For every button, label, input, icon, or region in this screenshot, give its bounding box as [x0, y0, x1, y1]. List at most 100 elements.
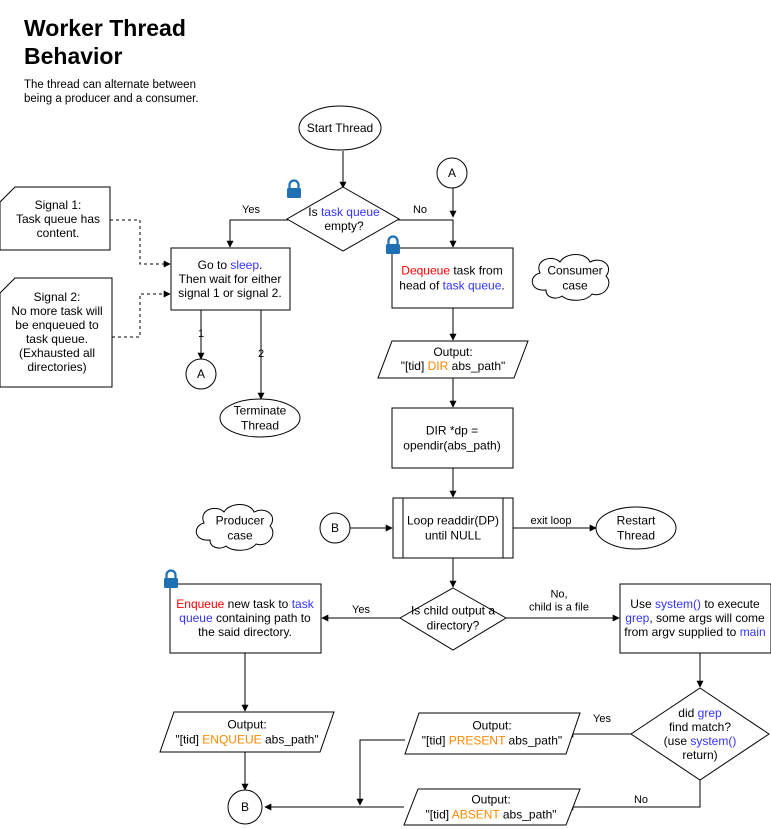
label-segment: , some args will come [649, 611, 765, 625]
label-line: Signal 2: [34, 290, 81, 304]
edge-label-exit-loop: exit loop [531, 515, 572, 527]
label-segment: system() [690, 734, 736, 748]
grep-check-diamond [630, 687, 770, 781]
label-segment: queue [179, 611, 213, 625]
label-line: "[tid] DIR abs_path" [401, 359, 506, 373]
label-segment: return) [682, 748, 717, 762]
edge-label-yes-child: Yes [352, 604, 370, 616]
label-segment: Signal 1: [35, 198, 82, 212]
edge-signal1-to-sleep [110, 219, 171, 268]
system-exec-box [619, 583, 771, 654]
signal2-card [0, 277, 113, 388]
edge-label-signal-2: 2 [258, 348, 264, 360]
subtitle-line-1: The thread can alternate between [24, 79, 196, 91]
label-segment: Then wait for either [179, 272, 282, 286]
label-segment: case [227, 529, 253, 543]
label-line: Enqueue new task to task [176, 597, 314, 611]
title-line-1: Worker Thread [24, 15, 186, 41]
label-line: Signal 1: [35, 198, 82, 212]
child-check-diamond [399, 587, 507, 651]
label-segment: Output: [472, 719, 511, 733]
label-segment: signal 1 or signal 2. [178, 286, 281, 300]
label-segment: containing path to [213, 611, 311, 625]
lock-icon [386, 235, 400, 254]
label-segment: grep [625, 611, 649, 625]
label-line: Consumer [547, 264, 602, 278]
edge-label-no-empty: No [413, 204, 427, 216]
dequeue-box [391, 247, 514, 309]
label-line: Terminate [234, 404, 287, 418]
label-segment: sleep [230, 258, 259, 272]
label-segment: Output: [433, 345, 472, 359]
label-segment: Loop readdir(DP) [407, 514, 499, 528]
connector-a-top-label: A [448, 166, 456, 180]
label-segment: (Exhausted all [19, 346, 95, 360]
terminate-thread-node [219, 398, 301, 438]
sleep-box [170, 247, 291, 311]
edge-labels: Yes No 1 2 exit loop Yes No,child is a f… [198, 204, 648, 806]
label-segment: task queue [321, 205, 380, 219]
label-segment: Terminate [234, 404, 287, 418]
label-segment: task queue. [26, 332, 88, 346]
diagram-title: Worker Thread Behavior [24, 14, 186, 70]
label-line: Then wait for either [179, 272, 282, 286]
label-segment: Signal 2: [34, 290, 81, 304]
edge-signal2-to-sleep [112, 290, 171, 338]
label-line: Go to sleep. [198, 258, 263, 272]
edges [110, 151, 704, 811]
label-line: Use system() to execute [630, 597, 760, 611]
label-segment: Consumer [547, 264, 602, 278]
label-segment: ENQUEUE [202, 733, 261, 747]
label-line: find match? [669, 720, 731, 734]
label-segment: Use [630, 597, 655, 611]
label-line: case [227, 529, 253, 543]
label-segment: task queue [443, 279, 502, 293]
label-segment: opendir(abs_path) [403, 439, 500, 453]
opendir-box [391, 407, 514, 469]
label-line: Restart [617, 514, 656, 528]
edge-label-no-grep: No [634, 794, 648, 806]
label-line: Output: [471, 793, 510, 807]
label-line: signal 1 or signal 2. [178, 286, 281, 300]
consumer-case-cloud [531, 254, 610, 301]
output-present-parallelogram [404, 712, 581, 755]
start-thread-label: Start Thread [307, 121, 373, 135]
label-line: Loop readdir(DP) [407, 514, 499, 528]
label-segment: abs_path" [500, 808, 557, 822]
loop-label: Loop readdir(DP)until NULL [407, 514, 499, 543]
label-segment: empty? [324, 219, 364, 233]
label-segment: No more task will [11, 304, 102, 318]
label-segment: Task queue has [16, 212, 100, 226]
label-segment: Go to [198, 258, 231, 272]
label-line: Producer [216, 514, 265, 528]
label-segment: Enqueue [176, 597, 224, 611]
restart-thread-node [595, 506, 677, 550]
label-line: Dequeue task from [401, 264, 502, 278]
output-dir-parallelogram [377, 340, 529, 379]
label-line: from argv supplied to main [624, 625, 765, 639]
label-segment: Producer [216, 514, 265, 528]
shapes [0, 105, 771, 826]
label-line: directory? [427, 619, 480, 633]
label-segment: head of [399, 279, 442, 293]
label-line: (Exhausted all [19, 346, 95, 360]
producer-case-cloud [195, 504, 274, 551]
label-line: grep, some args will come [625, 611, 765, 625]
label-line: (use system() [664, 734, 737, 748]
label-segment: from argv supplied to [624, 625, 739, 639]
label-segment: to execute [701, 597, 760, 611]
label-segment: DIR [428, 359, 449, 373]
label-segment: . [501, 279, 504, 293]
edge-empty-no-to-dequeue [398, 219, 457, 248]
label-segment: task from [450, 264, 503, 278]
edge-empty-yes-to-sleep [226, 219, 288, 248]
label-segment: content. [37, 226, 80, 240]
output-present-label: Output:"[tid] PRESENT abs_path" [422, 719, 562, 748]
